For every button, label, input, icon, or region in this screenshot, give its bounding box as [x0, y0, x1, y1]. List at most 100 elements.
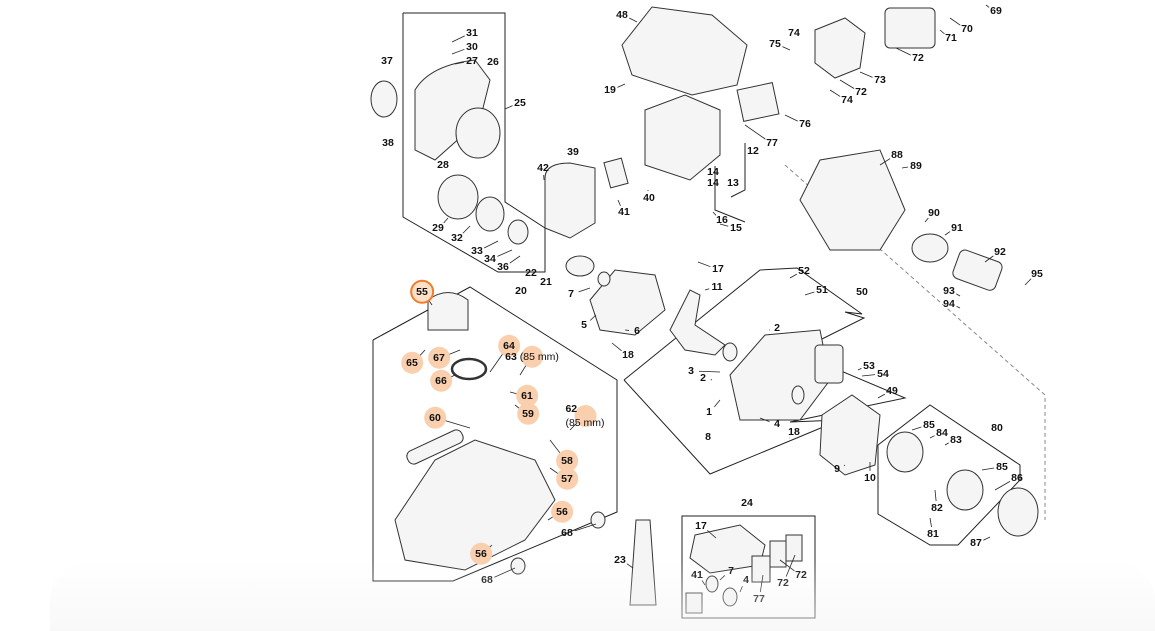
part-label-17[interactable]: 17 [712, 264, 724, 275]
part-label-75[interactable]: 75 [769, 39, 781, 50]
part-label-64[interactable]: 64 [498, 335, 520, 357]
part-label-73[interactable]: 73 [874, 75, 886, 86]
part-label-3[interactable]: 3 [688, 366, 694, 377]
part-label-69[interactable]: 69 [990, 6, 1002, 17]
part-label-8[interactable]: 8 [705, 432, 711, 443]
part-label-15[interactable]: 15 [730, 223, 742, 234]
part-label-74[interactable]: 74 [841, 95, 853, 106]
part-label-87[interactable]: 87 [970, 538, 982, 549]
part-label-28[interactable]: 28 [437, 160, 449, 171]
part-label-85[interactable]: 85 [996, 462, 1008, 473]
part-label-21[interactable]: 21 [540, 277, 552, 288]
part-label-59[interactable]: 59 [517, 403, 539, 425]
part-label-39[interactable]: 39 [567, 147, 579, 158]
part-label-42[interactable]: 42 [537, 163, 549, 174]
part-label-22[interactable]: 22 [525, 268, 537, 279]
part-label-72[interactable]: 72 [912, 53, 924, 64]
part-label-72[interactable]: 72 [777, 578, 789, 589]
part-label-27[interactable]: 27 [466, 56, 478, 67]
part-label-18[interactable]: 18 [622, 350, 634, 361]
part-label-4[interactable]: 4 [774, 419, 780, 430]
part-label-5[interactable]: 5 [581, 320, 587, 331]
part-label-38[interactable]: 38 [382, 138, 394, 149]
part-label-71[interactable]: 71 [945, 33, 957, 44]
part-label-62[interactable]: 62(85 mm) [565, 404, 604, 428]
part-label-66[interactable]: 66 [430, 370, 452, 392]
part-label-20[interactable]: 20 [515, 286, 527, 297]
part-label-24[interactable]: 24 [741, 498, 753, 509]
part-label-2[interactable]: 2 [700, 373, 706, 384]
part-label-14[interactable]: 14 [707, 178, 719, 189]
part-label-7[interactable]: 7 [568, 289, 574, 300]
part-label-92[interactable]: 92 [994, 247, 1006, 258]
part-label-82[interactable]: 82 [931, 503, 943, 514]
part-label-50[interactable]: 50 [856, 287, 868, 298]
part-label-94[interactable]: 94 [943, 299, 955, 310]
part-label-37[interactable]: 37 [381, 56, 393, 67]
part-label-55[interactable]: 55 [410, 280, 434, 304]
part-label-65[interactable]: 65 [401, 352, 423, 374]
part-label-86[interactable]: 86 [1011, 473, 1023, 484]
part-label-13[interactable]: 13 [727, 178, 739, 189]
part-label-89[interactable]: 89 [910, 161, 922, 172]
part-label-76[interactable]: 76 [799, 119, 811, 130]
part-label-56[interactable]: 56 [551, 501, 573, 523]
part-label-1[interactable]: 1 [706, 407, 712, 418]
part-label-80[interactable]: 80 [991, 423, 1003, 434]
part-label-84[interactable]: 84 [936, 428, 948, 439]
part-label-68[interactable]: 68 [561, 528, 573, 539]
part-label-23[interactable]: 23 [614, 555, 626, 566]
part-label-68[interactable]: 68 [481, 575, 493, 586]
part-label-72[interactable]: 72 [855, 87, 867, 98]
part-label-10[interactable]: 10 [864, 473, 876, 484]
part-label-56[interactable]: 56 [470, 543, 492, 565]
part-label-19[interactable]: 19 [604, 85, 616, 96]
part-label-41[interactable]: 41 [618, 207, 630, 218]
part-label-81[interactable]: 81 [927, 529, 939, 540]
part-label-11[interactable]: 11 [711, 282, 722, 293]
part-label-91[interactable]: 91 [951, 223, 963, 234]
part-label-16[interactable]: 16 [716, 215, 728, 226]
part-label-90[interactable]: 90 [928, 208, 940, 219]
part-label-33[interactable]: 33 [471, 246, 483, 257]
part-label-63[interactable]: 63(85 mm) [505, 346, 559, 368]
part-label-25[interactable]: 25 [514, 98, 526, 109]
part-label-70[interactable]: 70 [961, 24, 973, 35]
part-label-12[interactable]: 12 [747, 146, 759, 157]
part-label-85[interactable]: 85 [923, 420, 935, 431]
part-label-7[interactable]: 7 [728, 566, 734, 577]
part-label-17[interactable]: 17 [695, 521, 707, 532]
part-label-72[interactable]: 72 [795, 570, 807, 581]
part-label-2[interactable]: 2 [774, 323, 780, 334]
part-label-74[interactable]: 74 [788, 28, 800, 39]
part-label-49[interactable]: 49 [886, 386, 898, 397]
part-label-57[interactable]: 57 [556, 468, 578, 490]
part-label-34[interactable]: 34 [484, 254, 496, 265]
part-label-26[interactable]: 26 [487, 57, 499, 68]
part-label-67[interactable]: 67 [428, 347, 450, 369]
part-label-48[interactable]: 48 [616, 10, 628, 21]
part-label-52[interactable]: 52 [798, 266, 810, 277]
part-label-83[interactable]: 83 [950, 435, 962, 446]
part-label-29[interactable]: 29 [432, 223, 444, 234]
part-label-40[interactable]: 40 [643, 193, 655, 204]
part-label-14[interactable]: 14 [707, 167, 719, 178]
part-label-41[interactable]: 41 [691, 570, 703, 581]
part-label-18[interactable]: 18 [788, 427, 800, 438]
part-label-77[interactable]: 77 [766, 138, 778, 149]
part-label-36[interactable]: 36 [497, 262, 509, 273]
part-label-53[interactable]: 53 [863, 361, 875, 372]
part-label-95[interactable]: 95 [1031, 269, 1043, 280]
part-label-77[interactable]: 77 [753, 594, 765, 605]
part-label-54[interactable]: 54 [877, 369, 889, 380]
part-label-30[interactable]: 30 [466, 42, 478, 53]
part-label-61[interactable]: 61 [516, 385, 538, 407]
part-label-88[interactable]: 88 [891, 150, 903, 161]
part-label-9[interactable]: 9 [834, 464, 840, 475]
part-label-51[interactable]: 51 [816, 285, 828, 296]
part-label-6[interactable]: 6 [634, 326, 640, 337]
part-label-31[interactable]: 31 [466, 28, 478, 39]
part-label-32[interactable]: 32 [451, 233, 463, 244]
part-label-4[interactable]: 4 [743, 575, 749, 586]
part-label-93[interactable]: 93 [943, 286, 955, 297]
